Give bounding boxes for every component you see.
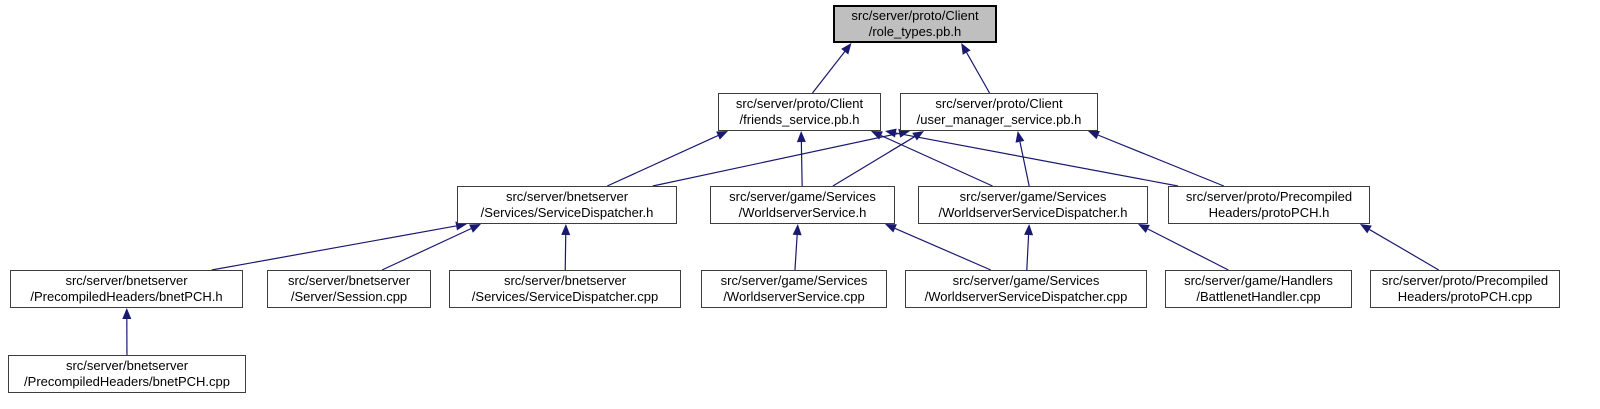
edge-worldsvc_h-to-usermgr: [832, 136, 915, 187]
node-path-line1: src/server/bnetserver: [505, 189, 629, 204]
edge-session_cpp-to-svcdisp_h: [381, 228, 472, 271]
node-path-line1: src/server/bnetserver: [503, 273, 627, 288]
edge-worldsvcdisp_cpp-to-worldsvc_h: [894, 227, 991, 271]
node-path-line2: /WorldserverServiceDispatcher.cpp: [924, 289, 1128, 304]
edge-protopch_h-to-usermgr: [1097, 134, 1224, 187]
edge-protopch_h-to-friends: [895, 132, 1179, 187]
node-path-line2: Headers/protoPCH.h: [1208, 205, 1330, 220]
node-svcdisp_h[interactable]: src/server/bnetserver /Services/ServiceD…: [457, 186, 677, 224]
node-battlenet_cpp[interactable]: src/server/game/Handlers /BattlenetHandl…: [1165, 270, 1352, 308]
arrowhead-icon: [1360, 224, 1372, 234]
node-path-line1: src/server/game/Services: [720, 273, 868, 288]
node-path-line2: Headers/protoPCH.cpp: [1397, 289, 1533, 304]
node-path-line2: /WorldserverServiceDispatcher.h: [938, 205, 1128, 220]
edge-usermgr-to-role_types: [966, 52, 991, 94]
edge-protopch_cpp-to-protopch_h: [1369, 229, 1440, 271]
arrowhead-icon: [1088, 130, 1100, 140]
arrowhead-icon: [961, 43, 971, 55]
arrowhead-icon: [1015, 131, 1025, 143]
edge-svcdisp_h-to-friends: [607, 135, 719, 187]
arrowhead-icon: [122, 308, 132, 320]
edge-bnetpch_h-to-svcdisp_h: [211, 225, 457, 271]
node-path-line1: src/server/proto/Client: [851, 8, 979, 23]
node-path-line1: src/server/bnetserver: [287, 273, 411, 288]
edge-friends-to-role_types: [812, 51, 846, 94]
arrowhead-icon: [561, 224, 571, 236]
arrowhead-icon: [796, 131, 806, 143]
node-worldsvc_cpp[interactable]: src/server/game/Services /WorldserverSer…: [701, 270, 887, 308]
node-path-line1: src/server/proto/Client: [935, 96, 1063, 111]
node-path-line1: src/server/game/Services: [952, 273, 1100, 288]
node-path-line2: /Services/ServiceDispatcher.h: [480, 205, 654, 220]
node-path-line2: /PrecompiledHeaders/bnetPCH.h: [30, 289, 223, 304]
arrowhead-icon: [841, 43, 852, 55]
arrowhead-icon: [792, 224, 802, 236]
arrowhead-icon: [885, 128, 897, 138]
edge-worldsvc_h-to-friends: [800, 141, 803, 187]
node-path-line2: /friends_service.pb.h: [739, 112, 860, 127]
node-path-line2: /role_types.pb.h: [868, 24, 962, 39]
node-path-line2: /user_manager_service.pb.h: [916, 112, 1082, 127]
node-bnetpch_cpp[interactable]: src/server/bnetserver /PrecompiledHeader…: [8, 355, 246, 393]
node-path-line1: src/server/proto/Precompiled: [1185, 189, 1353, 204]
node-path-line2: /Services/ServiceDispatcher.cpp: [471, 289, 659, 304]
node-path-line1: src/server/proto/Precompiled: [1381, 273, 1549, 288]
node-role_types[interactable]: src/server/proto/Client /role_types.pb.h: [833, 5, 997, 43]
arrowhead-icon: [871, 131, 883, 140]
node-path-line1: src/server/bnetserver: [65, 273, 188, 288]
node-protopch_cpp[interactable]: src/server/proto/Precompiled Headers/pro…: [1370, 270, 1560, 308]
node-path-line2: /Server/Session.cpp: [290, 289, 408, 304]
edge-svcdisp_h-to-usermgr: [652, 132, 900, 187]
node-worldsvc_h[interactable]: src/server/game/Services /WorldserverSer…: [710, 186, 895, 224]
node-protopch_h[interactable]: src/server/proto/Precompiled Headers/pro…: [1168, 186, 1370, 224]
edge-svcdisp_cpp-to-svcdisp_h: [564, 234, 567, 271]
edge-worldsvcdisp_cpp-to-worldsvcdisp_h: [1026, 234, 1030, 271]
node-friends[interactable]: src/server/proto/Client /friends_service…: [718, 93, 881, 131]
arrowhead-icon: [1024, 224, 1034, 236]
node-path-line2: /PrecompiledHeaders/bnetPCH.cpp: [24, 374, 230, 389]
node-path-line1: src/server/bnetserver: [65, 358, 189, 373]
edge-battlenet_cpp-to-worldsvcdisp_h: [1147, 228, 1229, 271]
node-path-line2: /WorldserverService.h: [738, 205, 867, 220]
node-usermgr[interactable]: src/server/proto/Client /user_manager_se…: [900, 93, 1098, 131]
node-path-line1: src/server/game/Services: [959, 189, 1107, 204]
arrowhead-icon: [469, 224, 481, 233]
arrowhead-icon: [716, 131, 728, 140]
node-svcdisp_cpp[interactable]: src/server/bnetserver /Services/ServiceD…: [449, 270, 681, 308]
node-path-line1: src/server/game/Services: [729, 189, 876, 204]
edge-worldsvc_cpp-to-worldsvc_h: [794, 234, 798, 271]
node-bnetpch_h[interactable]: src/server/bnetserver /PrecompiledHeader…: [10, 270, 243, 308]
node-path-line1: src/server/game/Handlers: [1184, 273, 1333, 288]
node-path-line1: src/server/proto/Client: [735, 96, 864, 111]
arrowhead-icon: [912, 131, 924, 141]
node-path-line2: /WorldserverService.cpp: [723, 289, 865, 304]
node-worldsvcdisp_h[interactable]: src/server/game/Services /WorldserverSer…: [918, 186, 1148, 224]
node-session_cpp[interactable]: src/server/bnetserver /Server/Session.cp…: [267, 270, 431, 308]
node-path-line2: /BattlenetHandler.cpp: [1196, 289, 1321, 304]
edge-worldsvcdisp_h-to-friends: [880, 134, 993, 187]
node-worldsvcdisp_cpp[interactable]: src/server/game/Services /WorldserverSer…: [905, 270, 1147, 308]
arrowhead-icon: [1138, 224, 1150, 234]
arrowhead-icon: [885, 224, 897, 233]
edge-worldsvcdisp_h-to-usermgr: [1019, 141, 1030, 187]
